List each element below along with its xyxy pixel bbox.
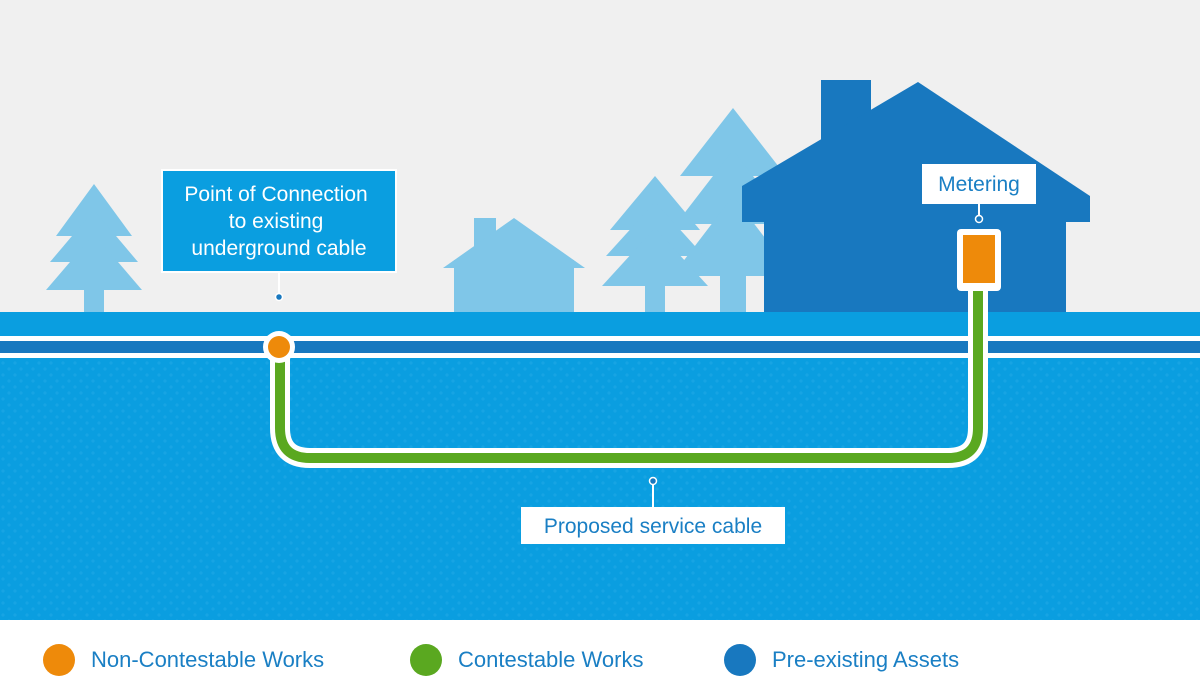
orange-dot-icon xyxy=(43,644,75,676)
point-of-connection-label-line-2: to existing xyxy=(229,210,324,233)
tree-left xyxy=(46,184,142,312)
legend-label: Pre-existing Assets xyxy=(772,647,960,672)
point-of-connection-label-line-1: Point of Connection xyxy=(184,183,367,206)
point-of-connection-label-line-3: underground cable xyxy=(191,237,366,260)
legend-item-pre-existing: Pre-existing Assets xyxy=(724,620,959,700)
legend-item-contestable: Contestable Works xyxy=(410,620,643,700)
legend-item-non-contestable: Non-Contestable Works xyxy=(43,620,324,700)
metering-callout: Metering xyxy=(922,164,1036,224)
svg-text:Point of Connection to e: Point of Connection to existing undergro… xyxy=(184,183,373,260)
house-large xyxy=(742,80,1090,312)
point-of-connection-dot xyxy=(268,336,290,358)
meter-box xyxy=(963,235,995,283)
proposed-service-cable xyxy=(275,282,983,463)
blue-dot-icon xyxy=(724,644,756,676)
ground-texture xyxy=(0,360,1200,620)
proposed-service-cable-callout: Proposed service cable xyxy=(521,476,785,544)
legend: Non-Contestable Works Contestable Works … xyxy=(0,620,1200,700)
point-of-connection-callout: Point of Connection to existing undergro… xyxy=(161,169,397,302)
metering-label: Metering xyxy=(938,173,1020,196)
green-dot-icon xyxy=(410,644,442,676)
existing-underground-cable xyxy=(0,336,1200,358)
legend-label: Non-Contestable Works xyxy=(91,647,325,672)
proposed-service-cable-label: Proposed service cable xyxy=(544,515,762,538)
legend-label: Contestable Works xyxy=(458,647,644,672)
tree-middle-short xyxy=(602,176,708,312)
house-small xyxy=(443,218,585,312)
